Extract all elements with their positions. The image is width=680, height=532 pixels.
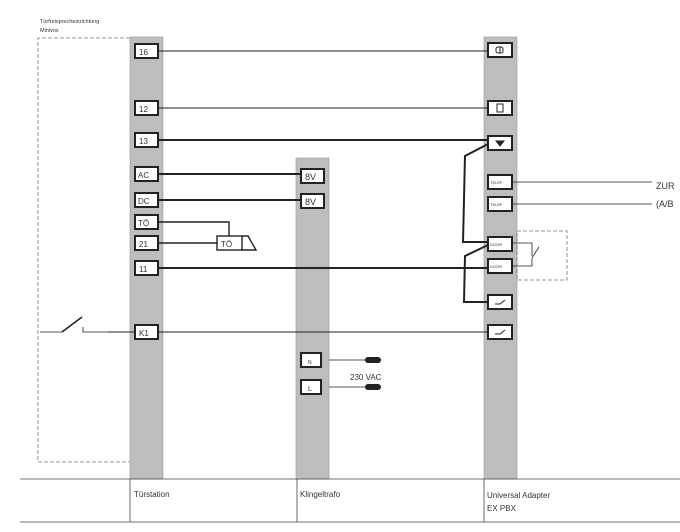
adapter-label-2: EX PBX (487, 504, 517, 513)
mains-plug-n (365, 357, 381, 363)
phone-line-label-1: ZUR (656, 181, 675, 191)
terminal-telef-2: TELEF (490, 202, 503, 207)
terminal-8v-1: 8V (305, 172, 316, 182)
terminal-16: 16 (139, 48, 148, 57)
terminal-13: 13 (139, 137, 148, 146)
terminal-ac: AC (138, 171, 149, 180)
tuerstation-terminals (134, 43, 243, 340)
door-opener-triangle (242, 235, 258, 251)
door-relay-dashed-box (516, 230, 568, 281)
ground-icon (494, 140, 506, 147)
title-line2: Minivox (40, 28, 59, 34)
mains-plug-l (365, 384, 381, 390)
terminal-n: N (308, 360, 312, 366)
adapter-terminals (487, 42, 513, 340)
terminal-door-1: DOOR (490, 242, 502, 247)
terminal-k1: K1 (139, 329, 149, 338)
klingeltrafo-label: Klingeltrafo (300, 490, 341, 499)
title-line1: Türfreisprecheinrichtung (40, 19, 99, 25)
tuerstation-label: Türstation (134, 490, 170, 499)
wires (40, 50, 652, 388)
switch-icon (495, 329, 506, 335)
switch-icon (495, 299, 506, 305)
adapter-label-1: Universal Adapter (487, 491, 550, 500)
klingeltrafo-bar (295, 157, 330, 480)
terminal-l: L (308, 386, 312, 393)
terminal-to: TÖ (138, 219, 149, 228)
terminal-12: 12 (139, 105, 148, 114)
terminal-8v-2: 8V (305, 197, 316, 207)
terminal-dc: DC (138, 197, 150, 206)
door-opener-label: TÖ (221, 240, 232, 249)
minivox-dashed-boundary (37, 37, 130, 463)
trafo-terminals (300, 168, 325, 395)
speaker-icon (496, 103, 504, 113)
legend-table (20, 478, 680, 523)
mains-label: 230 VAC (350, 373, 382, 382)
phone-line-label-2: (A/B (656, 199, 674, 209)
terminal-21: 21 (139, 240, 148, 249)
terminal-telef-1: TELEF (490, 180, 503, 185)
terminal-11: 11 (139, 265, 148, 274)
terminal-door-2: DOOR (490, 264, 502, 269)
